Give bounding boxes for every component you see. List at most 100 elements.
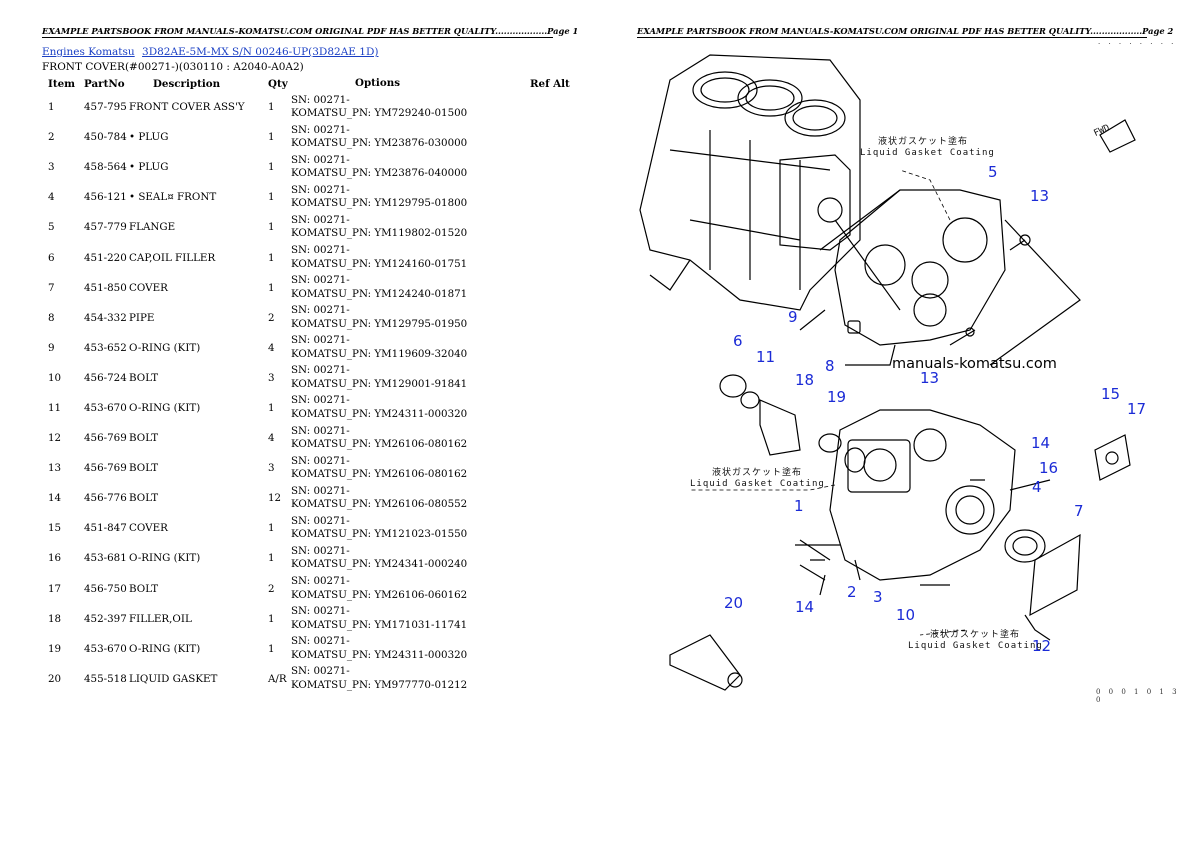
cell-desc: BOLT bbox=[129, 371, 159, 384]
col-header-item: Item bbox=[48, 78, 76, 90]
komatsu-part-number: KOMATSU_PN: YM24341-000240 bbox=[291, 558, 468, 571]
callout-label: 16 bbox=[1039, 459, 1059, 477]
serial-range: SN: 00271- bbox=[291, 274, 350, 287]
cell-partno: 458-564 bbox=[84, 161, 127, 174]
cell-options: SN: 00271-KOMATSU_PN: YM124240-01871 bbox=[291, 273, 530, 303]
col-header-partno: PartNo bbox=[84, 78, 125, 90]
breadcrumb-link-engines[interactable]: Engines Komatsu bbox=[42, 46, 135, 58]
cell-partno: 453-681 bbox=[84, 552, 127, 565]
cell-partno: 451-847 bbox=[84, 522, 127, 535]
cell-options: SN: 00271-KOMATSU_PN: YM24341-000240 bbox=[291, 543, 530, 573]
cell-options: SN: 00271-KOMATSU_PN: YM24311-000320 bbox=[291, 393, 530, 423]
breadcrumb: Engines Komatsu 3D82AE-5M-MX S/N 00246-U… bbox=[42, 46, 382, 58]
cell-desc: O-RING (KIT) bbox=[129, 552, 201, 565]
cell-options: SN: 00271-KOMATSU_PN: YM129795-01800 bbox=[291, 182, 530, 212]
serial-range: SN: 00271- bbox=[291, 123, 350, 136]
cell-qty: 1 bbox=[268, 552, 275, 565]
cell-options: SN: 00271-KOMATSU_PN: YM121023-01550 bbox=[291, 513, 530, 543]
cell-options: SN: 00271-KOMATSU_PN: YM23876-030000 bbox=[291, 122, 530, 152]
cell-partno: 454-332 bbox=[84, 311, 127, 324]
cell-desc: CAP,OIL FILLER bbox=[129, 251, 216, 264]
callout-label: 14 bbox=[795, 598, 815, 616]
diagram-page: EXAMPLE PARTSBOOK FROM MANUALS-KOMATSU.C… bbox=[595, 0, 1190, 842]
cell-desc: FLANGE bbox=[129, 221, 176, 234]
komatsu-part-number: KOMATSU_PN: YM119609-32040 bbox=[291, 347, 468, 360]
cell-options: SN: 00271-KOMATSU_PN: YM26106-080162 bbox=[291, 453, 530, 483]
cell-qty: 1 bbox=[268, 131, 275, 144]
cell-item: 7 bbox=[48, 281, 55, 294]
cell-desc: O-RING (KIT) bbox=[129, 341, 201, 354]
cell-ref-alt bbox=[530, 543, 570, 573]
cell-partno: 456-724 bbox=[84, 371, 127, 384]
cell-qty: 1 bbox=[268, 191, 275, 204]
cell-ref-alt bbox=[530, 483, 570, 513]
cell-qty: 1 bbox=[268, 101, 275, 114]
komatsu-part-number: KOMATSU_PN: YM26106-080552 bbox=[291, 498, 468, 511]
cell-partno: 456-769 bbox=[84, 462, 127, 475]
cell-desc: COVER bbox=[129, 281, 168, 294]
callout-label: 15 bbox=[1101, 385, 1121, 403]
cell-ref-alt bbox=[530, 604, 570, 634]
komatsu-part-number: KOMATSU_PN: YM124160-01751 bbox=[291, 257, 468, 270]
gasket-note: 液状ガスケット塗布 Liquid Gasket Coating bbox=[860, 137, 995, 158]
cell-item: 8 bbox=[48, 311, 55, 324]
cell-qty: 1 bbox=[268, 161, 275, 174]
komatsu-part-number: KOMATSU_PN: YM24311-000320 bbox=[291, 407, 468, 420]
cell-desc: BOLT bbox=[129, 432, 159, 445]
cell-item: 19 bbox=[48, 642, 62, 655]
cell-ref-alt bbox=[530, 273, 570, 303]
cell-desc: BOLT bbox=[129, 582, 159, 595]
cell-ref-alt bbox=[530, 242, 570, 272]
cell-options: SN: 00271-KOMATSU_PN: YM119802-01520 bbox=[291, 212, 530, 242]
cell-item: 18 bbox=[48, 612, 62, 625]
cell-desc: FRONT COVER ASS'Y bbox=[129, 101, 245, 114]
cell-partno: 455-518 bbox=[84, 672, 127, 685]
gasket-note: 液状ガスケット塗布 Liquid Gasket Coating bbox=[690, 468, 825, 489]
cell-qty: 1 bbox=[268, 251, 275, 264]
cell-item: 6 bbox=[48, 251, 55, 264]
cell-options: SN: 00271-KOMATSU_PN: YM129001-91841 bbox=[291, 363, 530, 393]
breadcrumb-link-model[interactable]: 3D82AE-5M-MX S/N 00246-UP(3D82AE 1D) bbox=[142, 46, 379, 58]
cell-item: 15 bbox=[48, 522, 62, 535]
komatsu-part-number: KOMATSU_PN: YM121023-01550 bbox=[291, 528, 468, 541]
serial-range: SN: 00271- bbox=[291, 665, 350, 678]
cell-qty: 1 bbox=[268, 612, 275, 625]
cell-qty: 1 bbox=[268, 401, 275, 414]
serial-range: SN: 00271- bbox=[291, 394, 350, 407]
cell-qty: 1 bbox=[268, 522, 275, 535]
page-dots: · · · · · · · · bbox=[1098, 40, 1177, 48]
cell-partno: 457-779 bbox=[84, 221, 127, 234]
cell-ref-alt bbox=[530, 152, 570, 182]
cell-item: 1 bbox=[48, 101, 55, 114]
cell-item: 13 bbox=[48, 462, 62, 475]
cell-ref-alt bbox=[530, 92, 570, 122]
cell-ref-alt bbox=[530, 363, 570, 393]
callout-label: 8 bbox=[825, 357, 835, 375]
callout-label: 9 bbox=[788, 308, 798, 326]
col-header-qty: Qty bbox=[268, 78, 288, 90]
cell-item: 11 bbox=[48, 401, 62, 414]
cell-desc: • SEAL¤ FRONT bbox=[129, 191, 217, 204]
cell-desc: BOLT bbox=[129, 462, 159, 475]
cell-item: 16 bbox=[48, 552, 62, 565]
cell-ref-alt bbox=[530, 423, 570, 453]
serial-range: SN: 00271- bbox=[291, 213, 350, 226]
cell-ref-alt bbox=[530, 634, 570, 664]
cell-qty: A/R bbox=[268, 672, 287, 685]
diagram-drawing bbox=[639, 54, 1136, 691]
cell-qty: 12 bbox=[268, 492, 282, 505]
cell-desc: • PLUG bbox=[129, 161, 169, 174]
page-header: EXAMPLE PARTSBOOK FROM MANUALS-KOMATSU.C… bbox=[42, 26, 579, 38]
callout-label: 17 bbox=[1127, 400, 1147, 418]
